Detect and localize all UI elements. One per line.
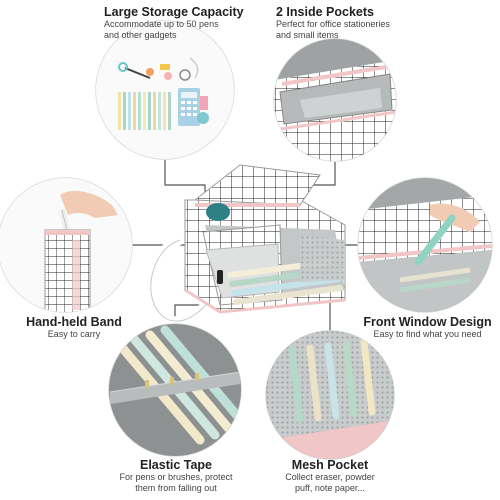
caption-pockets-subtitle: Perfect for office stationeries and smal… <box>276 19 390 40</box>
caption-elastic: Elastic Tape For pens or brushes, protec… <box>106 458 246 493</box>
caption-mesh-subtitle: Collect eraser, powder puff, note paper.… <box>285 472 375 493</box>
caption-window-title: Front Window Design <box>363 315 492 329</box>
caption-band-title: Hand-held Band <box>26 315 122 329</box>
caption-storage: Large Storage Capacity Accommodate up to… <box>104 5 284 40</box>
caption-band: Hand-held Band Easy to carry <box>4 315 144 340</box>
elastic-detail-photo <box>108 323 242 457</box>
caption-storage-title: Large Storage Capacity <box>104 5 244 19</box>
caption-band-subtitle: Easy to carry <box>47 329 101 339</box>
caption-window: Front Window Design Easy to find what yo… <box>355 315 500 340</box>
caption-pockets-title: 2 Inside Pockets <box>276 5 374 19</box>
caption-pockets: 2 Inside Pockets Perfect for office stat… <box>276 5 456 40</box>
pencil-case-main <box>145 164 346 327</box>
window-detail-photo <box>357 177 493 313</box>
mesh-detail-photo <box>265 330 395 460</box>
caption-storage-subtitle: Accommodate up to 50 pens and other gadg… <box>104 19 219 40</box>
caption-window-subtitle: Easy to find what you need <box>373 329 482 339</box>
caption-mesh-title: Mesh Pocket <box>291 458 369 472</box>
caption-elastic-subtitle: For pens or brushes, protect them from f… <box>119 472 233 493</box>
caption-mesh: Mesh Pocket Collect eraser, powder puff,… <box>260 458 400 493</box>
pockets-detail-photo <box>273 38 397 162</box>
storage-detail-photo <box>95 20 235 160</box>
band-detail-photo <box>0 177 133 313</box>
caption-elastic-title: Elastic Tape <box>139 458 213 472</box>
